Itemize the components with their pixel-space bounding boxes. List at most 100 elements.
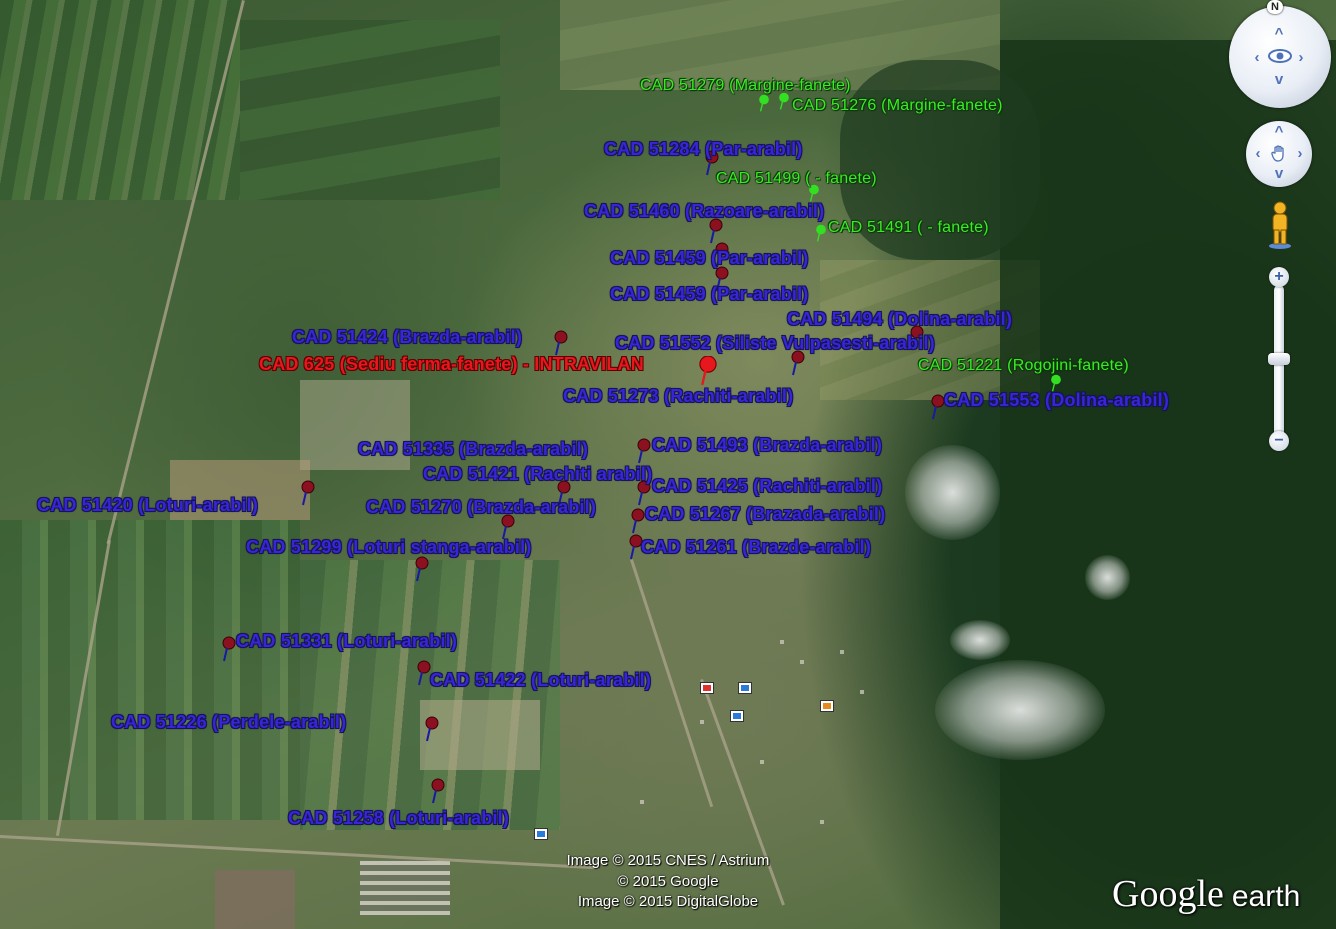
zoom-slider-thumb[interactable] xyxy=(1268,353,1290,365)
parcel-label[interactable]: CAD 51276 (Margine-fanete) xyxy=(792,97,1003,114)
cloud xyxy=(935,660,1105,760)
pushpin-icon[interactable] xyxy=(930,394,946,420)
field-strip xyxy=(0,520,300,820)
pushpin-green-icon[interactable] xyxy=(808,184,820,202)
eye-icon[interactable] xyxy=(1267,47,1293,65)
photo-marker-icon[interactable] xyxy=(738,682,752,694)
parcel-label[interactable]: CAD 51425 (Rachiti-arabil) xyxy=(652,476,883,496)
pushpin-icon[interactable] xyxy=(556,480,572,506)
parcel-label[interactable]: CAD 51331 (Loturi-arabil) xyxy=(236,631,458,651)
parcel-label[interactable]: CAD 51261 (Brazde-arabil) xyxy=(641,537,872,557)
zoom-out-button[interactable]: − xyxy=(1269,431,1289,451)
village-house xyxy=(780,640,784,644)
parcel-label[interactable]: CAD 51460 (Razoare-arabil) xyxy=(584,201,825,221)
pushpin-icon[interactable] xyxy=(630,508,646,534)
pushpin-green-icon[interactable] xyxy=(778,92,790,110)
parcel-label[interactable]: CAD 51459 (Par-arabil) xyxy=(610,248,809,268)
village-house xyxy=(840,650,844,654)
pushpin-icon[interactable] xyxy=(414,556,430,582)
parcel-label[interactable]: CAD 51284 (Par-arabil) xyxy=(604,139,803,159)
move-up-icon[interactable]: ^ xyxy=(1274,123,1284,140)
village-house xyxy=(700,720,704,724)
parcel-label[interactable]: CAD 51279 (Margine-fanete) xyxy=(640,77,851,94)
parcel-label[interactable]: CAD 51335 (Brazda-arabil) xyxy=(358,439,589,459)
pushpin-icon[interactable] xyxy=(636,438,652,464)
village-house xyxy=(800,660,804,664)
parcel-label[interactable]: CAD 51499 ( - fanete) xyxy=(716,170,877,187)
photo-marker-icon[interactable] xyxy=(820,700,834,712)
cloud xyxy=(905,445,1000,540)
photo-marker-icon[interactable] xyxy=(730,710,744,722)
pushpin-icon[interactable] xyxy=(300,480,316,506)
forest xyxy=(1000,40,1336,929)
pushpin-icon[interactable] xyxy=(500,514,516,540)
photo-marker-icon[interactable] xyxy=(534,828,548,840)
pushpin-icon[interactable] xyxy=(416,660,432,686)
cloud xyxy=(1085,555,1130,600)
look-down-icon[interactable]: v xyxy=(1274,71,1284,88)
pushpin-icon[interactable] xyxy=(708,218,724,244)
parcel-label[interactable]: CAD 625 (Sediu ferma-fanete) - INTRAVILA… xyxy=(259,354,644,374)
village-house xyxy=(640,800,644,804)
look-left-icon[interactable]: ‹ xyxy=(1254,49,1260,66)
pushpin-icon[interactable] xyxy=(714,242,730,268)
parcel-label[interactable]: CAD 51459 (Par-arabil) xyxy=(610,284,809,304)
hand-icon[interactable] xyxy=(1270,144,1288,162)
parcel-label[interactable]: CAD 51422 (Loturi-arabil) xyxy=(430,670,652,690)
pushpin-icon[interactable] xyxy=(221,636,237,662)
village-house xyxy=(760,760,764,764)
parcel-label[interactable]: CAD 51493 (Brazda-arabil) xyxy=(652,435,883,455)
move-left-icon[interactable]: ‹ xyxy=(1255,145,1261,162)
cloud xyxy=(950,620,1010,660)
move-right-icon[interactable]: › xyxy=(1297,145,1303,162)
move-down-icon[interactable]: v xyxy=(1274,165,1284,182)
pushpin-icon[interactable] xyxy=(636,480,652,506)
pushpin-icon[interactable] xyxy=(430,778,446,804)
field-strip xyxy=(420,700,540,770)
parcel-label[interactable]: CAD 51552 (Siliste Vulpasesti-arabil) xyxy=(615,333,935,353)
parcel-label[interactable]: CAD 51424 (Brazda-arabil) xyxy=(292,327,523,347)
parcel-label[interactable]: CAD 51494 (Dolina-arabil) xyxy=(787,309,1013,329)
street-view-pegman-icon[interactable] xyxy=(1265,200,1295,250)
forest xyxy=(840,60,1040,260)
parcel-label[interactable]: CAD 51270 (Brazda-arabil) xyxy=(366,497,597,517)
pushpin-icon[interactable] xyxy=(790,350,806,376)
logo-earth: earth xyxy=(1231,880,1301,913)
photo-marker-icon[interactable] xyxy=(700,682,714,694)
parcel-label[interactable]: CAD 51226 (Perdele-arabil) xyxy=(111,712,347,732)
pushpin-green-icon[interactable] xyxy=(758,94,770,112)
zoom-in-button[interactable]: + xyxy=(1269,267,1289,287)
north-indicator[interactable]: N xyxy=(1267,0,1283,14)
field-strip xyxy=(300,560,560,830)
pushpin-icon[interactable] xyxy=(909,325,925,351)
pushpin-icon[interactable] xyxy=(628,534,644,560)
look-right-icon[interactable]: › xyxy=(1298,49,1304,66)
pushpin-icon[interactable] xyxy=(714,266,730,292)
pushpin-green-icon[interactable] xyxy=(1050,374,1062,392)
parcel-label[interactable]: CAD 51421 (Rachiti arabil) xyxy=(423,464,653,484)
parcel-label[interactable]: CAD 51267 (Brazada-arabil) xyxy=(645,504,886,524)
look-up-icon[interactable]: ^ xyxy=(1274,25,1284,42)
farm-buildings xyxy=(360,860,450,915)
parcel-label[interactable]: CAD 51491 ( - fanete) xyxy=(828,219,989,236)
pushpin-icon[interactable] xyxy=(424,716,440,742)
parcel-label[interactable]: CAD 51273 (Rachiti-arabil) xyxy=(563,386,794,406)
pushpin-icon[interactable] xyxy=(553,330,569,356)
imagery-credit: © 2015 Google xyxy=(617,873,719,890)
parcel-label[interactable]: CAD 51420 (Loturi-arabil) xyxy=(37,495,259,515)
field-strip xyxy=(300,380,410,470)
pushpin-icon[interactable] xyxy=(704,150,720,176)
field-strip xyxy=(170,460,310,520)
field-strip xyxy=(215,870,295,929)
parcel-label[interactable]: CAD 51553 (Dolina-arabil) xyxy=(944,390,1170,410)
parcel-label[interactable]: CAD 51258 (Loturi-arabil) xyxy=(288,808,510,828)
village-house xyxy=(860,690,864,694)
field-strip xyxy=(240,20,500,200)
imagery-credit: Image © 2015 DigitalGlobe xyxy=(577,893,759,910)
pushpin-green-icon[interactable] xyxy=(815,224,827,242)
pushpin-icon[interactable] xyxy=(698,356,718,386)
parcel-label[interactable]: CAD 51299 (Loturi stanga-arabil) xyxy=(246,537,532,557)
parcel-label[interactable]: CAD 51221 (Rogojini-fanete) xyxy=(918,357,1129,374)
